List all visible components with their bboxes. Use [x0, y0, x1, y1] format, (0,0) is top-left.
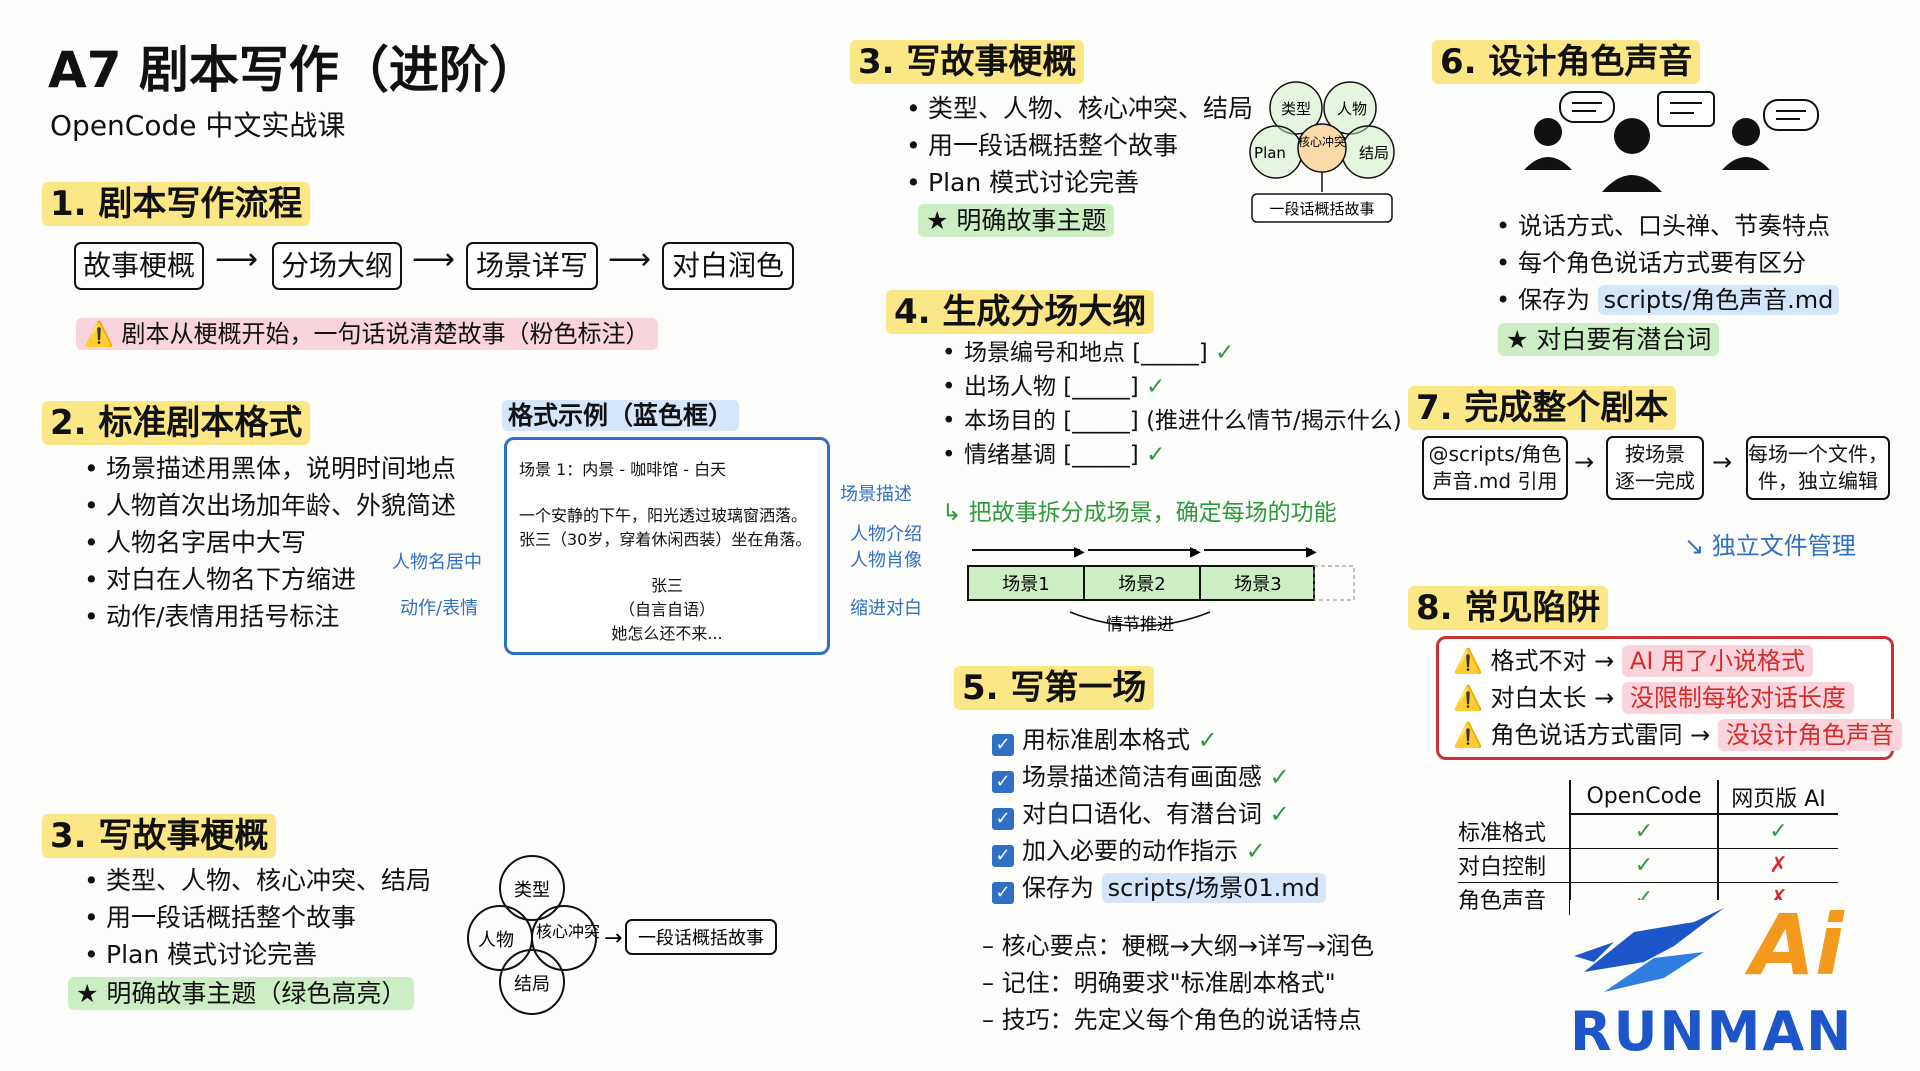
example-character-intro: 张三（30岁，穿着休闲西装）坐在角落。 [519, 530, 812, 549]
runner-logo-icon [1574, 908, 1724, 992]
section-1-note: ⚠️ 剧本从梗概开始，一句话说清楚故事（粉色标注） [76, 314, 658, 350]
section-3a-title: 3. 写故事梗概 [42, 808, 277, 858]
section-1-title: 1. 剧本写作流程 [42, 176, 311, 226]
check-icon: ✓ [1146, 442, 1166, 468]
example-dialogue: 她怎么还不来... [611, 624, 723, 643]
venn-label: 结局 [514, 974, 550, 995]
scene-cell: 场景3 [1234, 574, 1281, 595]
venn-label: 核心冲突 [536, 922, 600, 941]
step-complete-scenes: 按场景 逐一完成 [1606, 436, 1704, 500]
example-action: （自言自语） [618, 600, 715, 619]
scene-timeline: ▶ ▶ ▶ 场景1 场景2 场景3 情节推进 [967, 544, 1355, 635]
flow-step-outline: 分场大纲 [272, 242, 402, 290]
example-description: 一个安静的下午，阳光透过玻璃窗洒落。 [519, 506, 808, 525]
page-subtitle: OpenCode 中文实战课 [50, 109, 346, 142]
check-icon: ✓ [1146, 374, 1166, 400]
venn-label: 人物 [478, 930, 514, 951]
section-3a-star: ★ 明确故事主题（绿色高亮） [68, 974, 415, 1010]
logo-ai: Ai [1750, 896, 1844, 994]
checkbox-icon: ✓ [992, 771, 1014, 793]
venn-label: 类型 [1281, 100, 1311, 118]
table-row-label: 角色声音 [1458, 888, 1547, 914]
arrow-right-icon: → [1712, 448, 1733, 476]
scene-cell: 场景2 [1118, 574, 1165, 595]
section-4-title: 4. 生成分场大纲 [886, 284, 1155, 334]
svg-text:▶: ▶ [1190, 544, 1201, 560]
label-action: 动作/表情 [400, 598, 479, 619]
warning-icon: ⚠️ [1453, 647, 1491, 675]
venn-label: 类型 [514, 880, 550, 901]
venn-result: 一段话概括故事 [1269, 200, 1374, 218]
venn-label: Plan [1254, 144, 1286, 162]
section-3a-list: 类型、人物、核心冲突、结局用一段话概括整个故事Plan 模式讨论完善 [82, 862, 431, 973]
arrow-right-icon: ⟶ [412, 242, 456, 277]
venn-label: 核心冲突 [1298, 134, 1346, 149]
venn-label: 结局 [1359, 144, 1389, 162]
section-3b-list: 类型、人物、核心冲突、结局用一段话概括整个故事Plan 模式讨论完善 [904, 90, 1253, 201]
venn-diagram-3a: 类型 人物 核心冲突 结局 → 一段话概括故事 [467, 855, 777, 1015]
venn-diagram-3b: 类型 人物 Plan 核心冲突 结局 一段话概括故事 [1249, 81, 1395, 223]
warning-icon: ⚠️ [1453, 684, 1491, 712]
scene-cell: 场景1 [1002, 574, 1049, 595]
checkbox-icon: ✓ [992, 882, 1014, 904]
svg-text:▶: ▶ [1074, 544, 1085, 560]
label-scene-desc: 场景描述 [840, 484, 912, 505]
section-6-star: ★ 对白要有潜台词 [1498, 320, 1720, 356]
logo: Ai RUNMAN [1570, 896, 1900, 1063]
traps-box: ⚠️ 格式不对 → AI 用了小说格式 ⚠️ 对白太长 → 没限制每轮对话长度 … [1436, 636, 1902, 760]
label-name-center: 人物名居中 [392, 552, 482, 573]
section-4-list: 场景编号和地点 [_____] ✓ 出场人物 [_____] ✓ 本场目的 [_… [940, 336, 1402, 472]
section-7-note: ↘ 独立文件管理 [1684, 532, 1856, 560]
arrow-right-icon: → [1574, 448, 1595, 476]
arrow-curve-icon: ↳ [942, 500, 969, 526]
checkbox-icon: ✓ [992, 734, 1014, 756]
checkbox-icon: ✓ [992, 845, 1014, 867]
page-title: A7 剧本写作（进阶） [48, 41, 539, 99]
format-example-box: 场景 1：内景 - 咖啡馆 - 白天 一个安静的下午，阳光透过玻璃窗洒落。 张三… [504, 437, 830, 655]
warning-icon: ⚠️ [84, 320, 122, 348]
arrow-curve-icon: ↘ [1684, 532, 1712, 560]
flow-step-dialogue-polish: 对白润色 [662, 242, 794, 290]
section-2-list: 场景描述用黑体，说明时间地点人物首次出场加年龄、外貌简述人物名字居中大写对白在人… [82, 450, 456, 635]
section-6-title: 6. 设计角色声音 [1432, 34, 1701, 84]
step-one-file-per-scene: 每场一个文件， 件，独立编辑 [1746, 436, 1890, 500]
section-7-title: 7. 完成整个剧本 [1408, 380, 1677, 430]
flow-step-scene-detail: 场景详写 [466, 242, 598, 290]
plot-progress-label: 情节推进 [1106, 615, 1174, 635]
venn-result: 一段话概括故事 [638, 928, 764, 949]
arrow-right-icon: ⟶ [215, 242, 259, 277]
logo-name: RUNMAN [1570, 1000, 1854, 1063]
section-3b-title: 3. 写故事梗概 [850, 34, 1085, 84]
table-row-label: 标准格式 [1458, 820, 1547, 846]
example-character-name: 张三 [650, 576, 683, 595]
label-character-look: 人物肖像 [850, 550, 922, 571]
table-row-label: 对白控制 [1458, 855, 1547, 880]
arrow-right-icon: ⟶ [608, 242, 652, 277]
section-5-checklist: ✓用标准剧本格式 ✓ ✓场景描述简洁有画面感 ✓ ✓对白口语化、有潜台词 ✓ ✓… [992, 722, 1326, 907]
svg-text:▶: ▶ [1306, 544, 1317, 560]
check-icon: ✓ [1215, 340, 1235, 366]
venn-label: 人物 [1337, 100, 1367, 118]
warning-icon: ⚠️ [1453, 721, 1491, 749]
svg-text:→: → [604, 926, 622, 951]
section-8-title: 8. 常见陷阱 [1408, 580, 1609, 630]
step-reference-file: @scripts/角色 声音.md 引用 [1422, 436, 1568, 500]
characters-speaking-icon [1524, 91, 1819, 192]
label-indent-dialogue: 缩进对白 [850, 598, 922, 619]
flow-step-synopsis: 故事梗概 [74, 242, 204, 290]
section-4-note: ↳ 把故事拆分成场景，确定每场的功能 [942, 500, 1337, 526]
section-6-list: 说话方式、口头禅、节奏特点每个角色说话方式要有区分保存为 scripts/角色声… [1494, 208, 1840, 319]
label-character-intro: 人物介绍 [850, 524, 922, 545]
section-3b-star: ★ 明确故事主题 [918, 201, 1115, 237]
checkbox-icon: ✓ [992, 808, 1014, 830]
example-scene-heading: 场景 1：内景 - 咖啡馆 - 白天 [519, 460, 727, 479]
section-5-title: 5. 写第一场 [954, 660, 1155, 710]
section-5-tips: – 核心要点：梗概→大纲→详写→润色– 记住：明确要求"标准剧本格式"– 技巧：… [982, 932, 1374, 1034]
section-2-title: 2. 标准剧本格式 [42, 395, 311, 445]
format-example-title: 格式示例（蓝色框） [502, 396, 740, 432]
